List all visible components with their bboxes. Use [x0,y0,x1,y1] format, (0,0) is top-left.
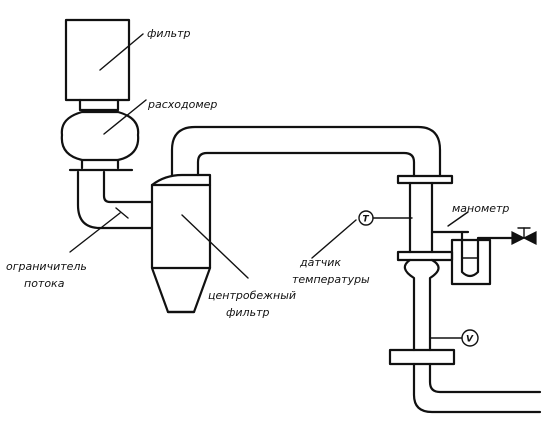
manometer [430,227,537,286]
centrifugal-filter [150,173,212,314]
temperature-sensor: T [358,210,413,226]
flowmeter [60,110,140,172]
flowmeter-label: расходомер [147,98,217,111]
flow-limiter-label-1: ограничитель [6,260,87,273]
temp-sensor-leader [311,219,357,259]
centrifugal-filter-label-1: центробежный [208,289,296,302]
limiter-mark [115,207,129,219]
main-pipe [170,125,442,178]
flow-limiter-label-2: потока [24,277,65,290]
filter-leader [99,33,144,71]
right-pipe [388,174,542,414]
temperature-sensor-label-2: температуры [292,273,370,286]
manometer-label: манометр [452,202,509,215]
filter-box [64,18,131,112]
limiter-leader [69,212,121,253]
centrifugal-filter-label-2: фильтр [226,306,269,319]
leader-lines [69,33,469,279]
inlet-pipe [76,170,154,230]
manometer-leader [447,211,469,227]
filter-label: фильтр [147,27,190,40]
temperature-sensor-label-1: датчик [299,256,341,269]
flowmeter-leader [103,99,147,135]
velocity-symbol: V [466,335,474,345]
velocity-sensor: V [429,329,479,347]
centrifugal-leader [181,214,249,279]
temperature-symbol: T [363,215,370,225]
labels: фильтр расходомер ограничитель потока це… [6,27,509,319]
